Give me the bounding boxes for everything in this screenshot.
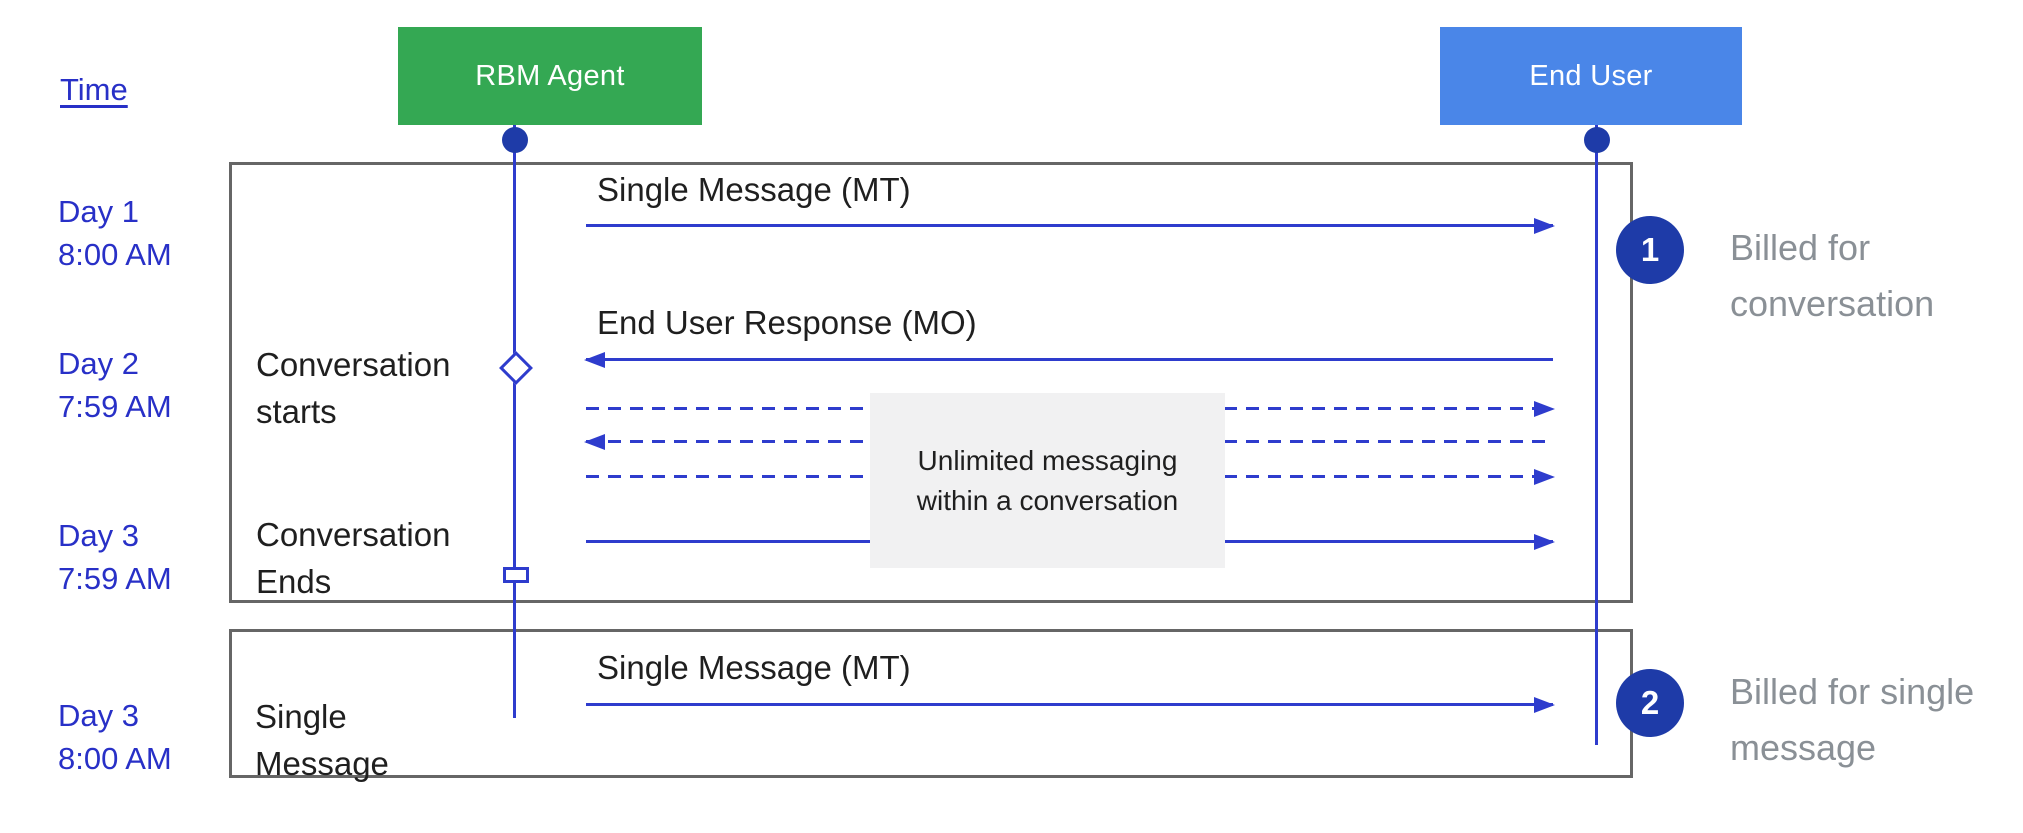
unlimited-messaging-note-line1: Unlimited messaging bbox=[917, 444, 1178, 476]
rbm-agent-lifeline-dot-icon bbox=[502, 127, 528, 153]
billed-for-conversation-label: Billed for conversation bbox=[1730, 220, 1934, 332]
timestamp-day3-end-line2: 7:59 AM bbox=[58, 561, 172, 596]
timestamp-day2: Day 2 7:59 AM bbox=[58, 342, 172, 428]
single-message-milestone-line2: Message bbox=[255, 745, 389, 782]
conversation-ends-line2: Ends bbox=[256, 563, 332, 600]
timestamp-day1-line1: Day 1 bbox=[58, 194, 139, 229]
single-mt-message-label: Single Message (MT) bbox=[597, 649, 911, 686]
end-user-lifeline-dot-icon bbox=[1584, 127, 1610, 153]
timestamp-day2-line2: 7:59 AM bbox=[58, 389, 172, 424]
billing-step-1-badge: 1 bbox=[1616, 216, 1684, 284]
conversation-starts-line1: Conversation bbox=[256, 346, 451, 383]
timestamp-day2-line1: Day 2 bbox=[58, 346, 139, 381]
unlimited-messaging-note: Unlimited messaging within a conversation bbox=[870, 393, 1225, 568]
timestamp-day3-single: Day 3 8:00 AM bbox=[58, 694, 172, 780]
end-user-actor-box: End User bbox=[1440, 27, 1742, 125]
timestamp-day3-single-line2: 8:00 AM bbox=[58, 741, 172, 776]
mt-message-label: Single Message (MT) bbox=[597, 171, 911, 208]
rbm-agent-actor-box: RBM Agent bbox=[398, 27, 702, 125]
billed-for-single-message-line2: message bbox=[1730, 727, 1877, 768]
rbm-agent-lifeline bbox=[513, 125, 516, 718]
billed-for-single-message-label: Billed for single message bbox=[1730, 664, 1974, 776]
billed-for-conversation-line1: Billed for bbox=[1730, 227, 1871, 268]
billing-step-2-badge: 2 bbox=[1616, 669, 1684, 737]
billed-for-single-message-line1: Billed for single bbox=[1730, 671, 1975, 712]
conversation-starts-line2: starts bbox=[256, 393, 337, 430]
unlimited-messaging-note-line2: within a conversation bbox=[916, 484, 1179, 516]
conversation-ends-line1: Conversation bbox=[256, 516, 451, 553]
conversation-frame bbox=[229, 162, 1633, 603]
timestamp-day3-end: Day 3 7:59 AM bbox=[58, 514, 172, 600]
time-axis-label: Time bbox=[60, 72, 128, 107]
conversation-starts-label: Conversation starts bbox=[256, 341, 450, 435]
single-message-milestone-line1: Single bbox=[255, 698, 347, 735]
timestamp-day1-line2: 8:00 AM bbox=[58, 237, 172, 272]
mt-message-arrow bbox=[586, 218, 1555, 234]
mo-response-label: End User Response (MO) bbox=[597, 304, 977, 341]
single-mt-message-arrow bbox=[586, 697, 1555, 713]
conversation-end-square-icon bbox=[503, 567, 529, 583]
timestamp-day3-end-line1: Day 3 bbox=[58, 518, 139, 553]
timestamp-day3-single-line1: Day 3 bbox=[58, 698, 139, 733]
billed-for-conversation-line2: conversation bbox=[1730, 283, 1935, 324]
timestamp-day1: Day 1 8:00 AM bbox=[58, 190, 172, 276]
mo-response-arrow bbox=[584, 352, 1553, 368]
end-user-lifeline bbox=[1595, 125, 1598, 745]
